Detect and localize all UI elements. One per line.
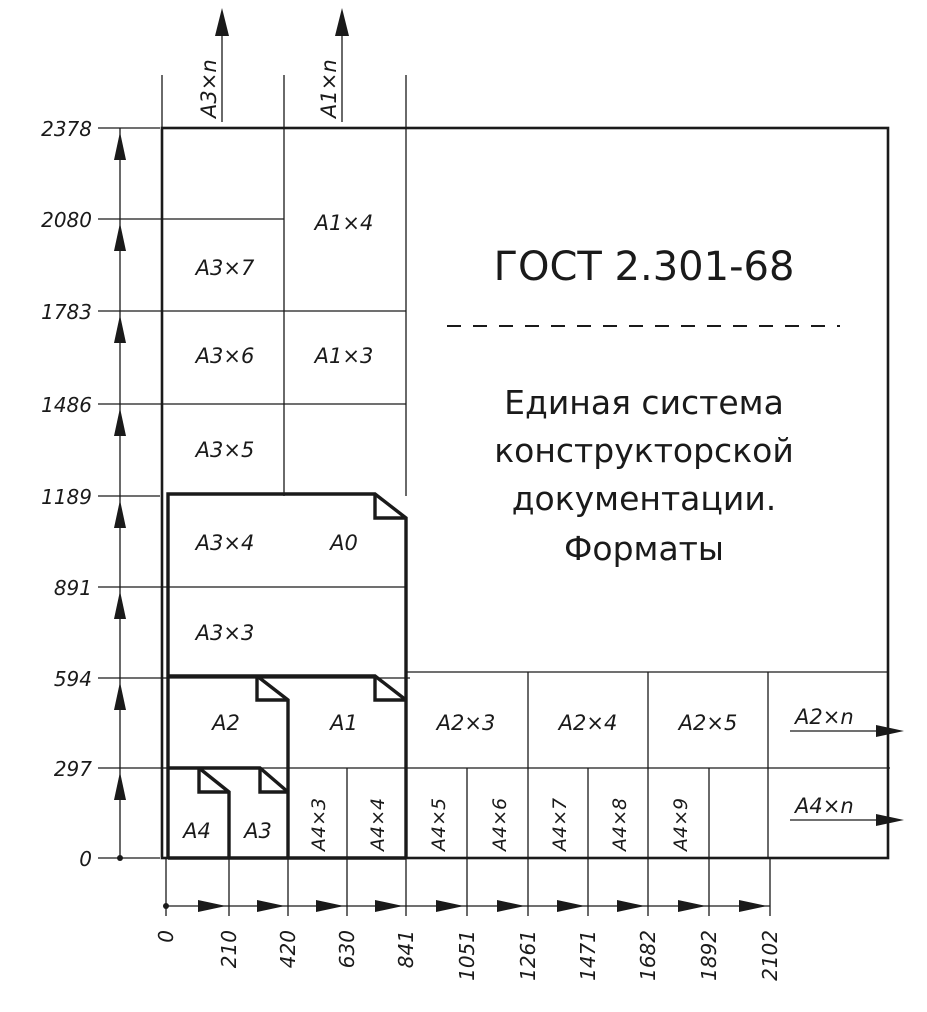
y-tick-label: 1783	[41, 300, 92, 324]
x-tick-label: 1261	[516, 930, 540, 981]
y-tick-label: 0	[79, 847, 92, 871]
x-tick-label: 630	[335, 930, 359, 968]
format-label: A1	[328, 711, 358, 735]
y-tick-label: 594	[54, 667, 92, 691]
description-line-3: документации.	[512, 479, 777, 518]
y-axis: 0 297 594 891 1189 1486 1783 2080 2378	[41, 117, 890, 871]
x-tick-label: 0	[154, 930, 178, 943]
format-label: A3×5	[194, 438, 255, 462]
format-label: A4	[181, 819, 211, 843]
format-grid	[160, 75, 890, 860]
x-tick-label: 1892	[697, 930, 721, 981]
a4-outline	[197, 766, 231, 858]
a3-outline	[168, 766, 290, 794]
y-arrow-1	[114, 772, 126, 800]
format-label: A1×4	[313, 211, 374, 235]
y-arrow-2	[114, 682, 126, 710]
y-arrow-3	[114, 591, 126, 619]
x-tick-label: 1471	[576, 930, 600, 981]
format-label: A3×3	[194, 621, 255, 645]
x-tick-label: 210	[217, 930, 241, 968]
format-label: A4×8	[609, 798, 631, 853]
x-tick-label: 420	[276, 930, 300, 968]
description-line-2: конструкторской	[494, 431, 794, 470]
arrow-a2n: A2×n	[790, 705, 904, 737]
arrow-a1n: A1×n	[317, 8, 349, 122]
y-tick-label: 2378	[41, 117, 92, 141]
x-tick-label: 841	[394, 930, 418, 968]
format-label: A2×5	[677, 711, 738, 735]
standard-title: ГОСТ 2.301-68	[494, 244, 795, 290]
x-tick-label: 2102	[758, 930, 782, 981]
format-label: A4×7	[549, 798, 571, 853]
arrow-label-a2n: A2×n	[793, 705, 854, 729]
y-arrow-4	[114, 500, 126, 528]
x-tick-label: 1682	[636, 930, 660, 981]
y-arrow-6	[114, 315, 126, 343]
sheet-outlines	[166, 492, 408, 860]
a1-outline	[168, 674, 408, 702]
y-arrow-7	[114, 223, 126, 251]
description-line-1: Единая система	[504, 383, 784, 422]
format-label: A3×4	[194, 531, 255, 555]
arrow-a3n: A3×n	[197, 8, 229, 122]
x-axis: 0 210 420 630 841 1051 1261 1471 1682 18…	[154, 858, 782, 981]
y-tick-label: 1486	[41, 393, 92, 417]
arrow-label-a4n: A4×n	[793, 794, 854, 818]
format-label: A0	[328, 531, 358, 555]
title-block: ГОСТ 2.301-68 Единая система конструктор…	[447, 244, 840, 568]
format-label: A4×5	[428, 798, 450, 853]
format-labels: A3×7 A3×6 A3×5 A3×4 A3×3 A1×4 A1×3 A0 A2…	[181, 211, 737, 853]
outer-frame	[160, 126, 890, 860]
format-label: A3×6	[194, 344, 255, 368]
format-label: A2	[210, 711, 240, 735]
format-label: A4×4	[367, 798, 389, 853]
y-tick-label: 891	[54, 576, 92, 600]
y-tick-label: 2080	[41, 208, 92, 232]
format-label: A2×3	[435, 711, 496, 735]
x-tick-label: 1051	[455, 930, 479, 981]
arrow-a4n: A4×n	[790, 794, 904, 826]
y-arrow-5	[114, 408, 126, 436]
format-label: A1×3	[313, 344, 374, 368]
format-label: A4×6	[489, 798, 511, 853]
format-label: A4×3	[308, 798, 330, 853]
arrow-label-a1n: A1×n	[317, 59, 341, 120]
format-label: A4×9	[670, 798, 692, 853]
format-label: A3	[242, 819, 272, 843]
format-label: A2×4	[557, 711, 618, 735]
y-arrow-8	[114, 132, 126, 160]
arrow-label-a3n: A3×n	[197, 59, 221, 120]
y-tick-label: 297	[54, 757, 92, 781]
description-line-4: Форматы	[564, 529, 724, 568]
y-tick-label: 1189	[41, 485, 92, 509]
format-label: A3×7	[194, 256, 255, 280]
